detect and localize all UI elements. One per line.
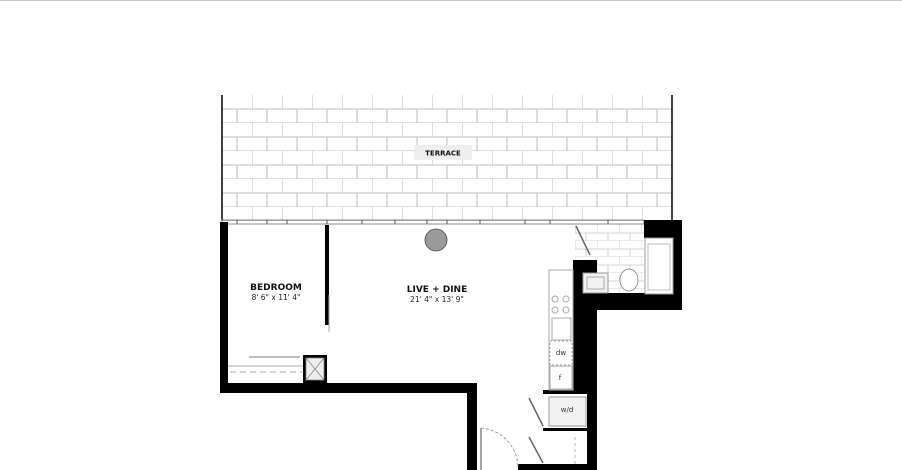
stove — [551, 295, 570, 314]
bedroom-closet — [228, 295, 330, 373]
bath-sink — [582, 272, 609, 294]
bathroom — [575, 225, 674, 295]
terrace-label: TERRACE — [425, 150, 461, 158]
washer-dryer-label: w/d — [561, 406, 574, 414]
bedroom-label: BEDROOM — [250, 283, 302, 293]
dishwasher-label: dw — [556, 349, 566, 357]
top-border — [0, 0, 902, 1]
fridge — [549, 365, 573, 390]
bedroom-dimensions: 8' 6" x 11' 4" — [252, 293, 301, 302]
laundry-door — [528, 397, 544, 427]
closet-shaft — [305, 357, 325, 381]
bathroom-door — [575, 225, 591, 256]
fridge-label: f — [559, 374, 562, 382]
terrace-label-bg — [414, 145, 472, 160]
kitchen — [548, 269, 574, 391]
live-dine-dimensions: 21' 4" x 13' 9" — [410, 295, 464, 304]
toilet — [619, 268, 639, 292]
closet-door — [528, 436, 544, 464]
washer-dryer — [548, 396, 587, 427]
live-dine-label: LIVE + DINE — [407, 285, 468, 295]
bathtub — [644, 237, 674, 295]
laundry — [528, 396, 587, 464]
kitchen-sink — [551, 317, 572, 341]
dishwasher — [549, 340, 573, 366]
column — [424, 228, 448, 252]
entry-door — [480, 427, 519, 470]
terrace — [221, 95, 673, 221]
